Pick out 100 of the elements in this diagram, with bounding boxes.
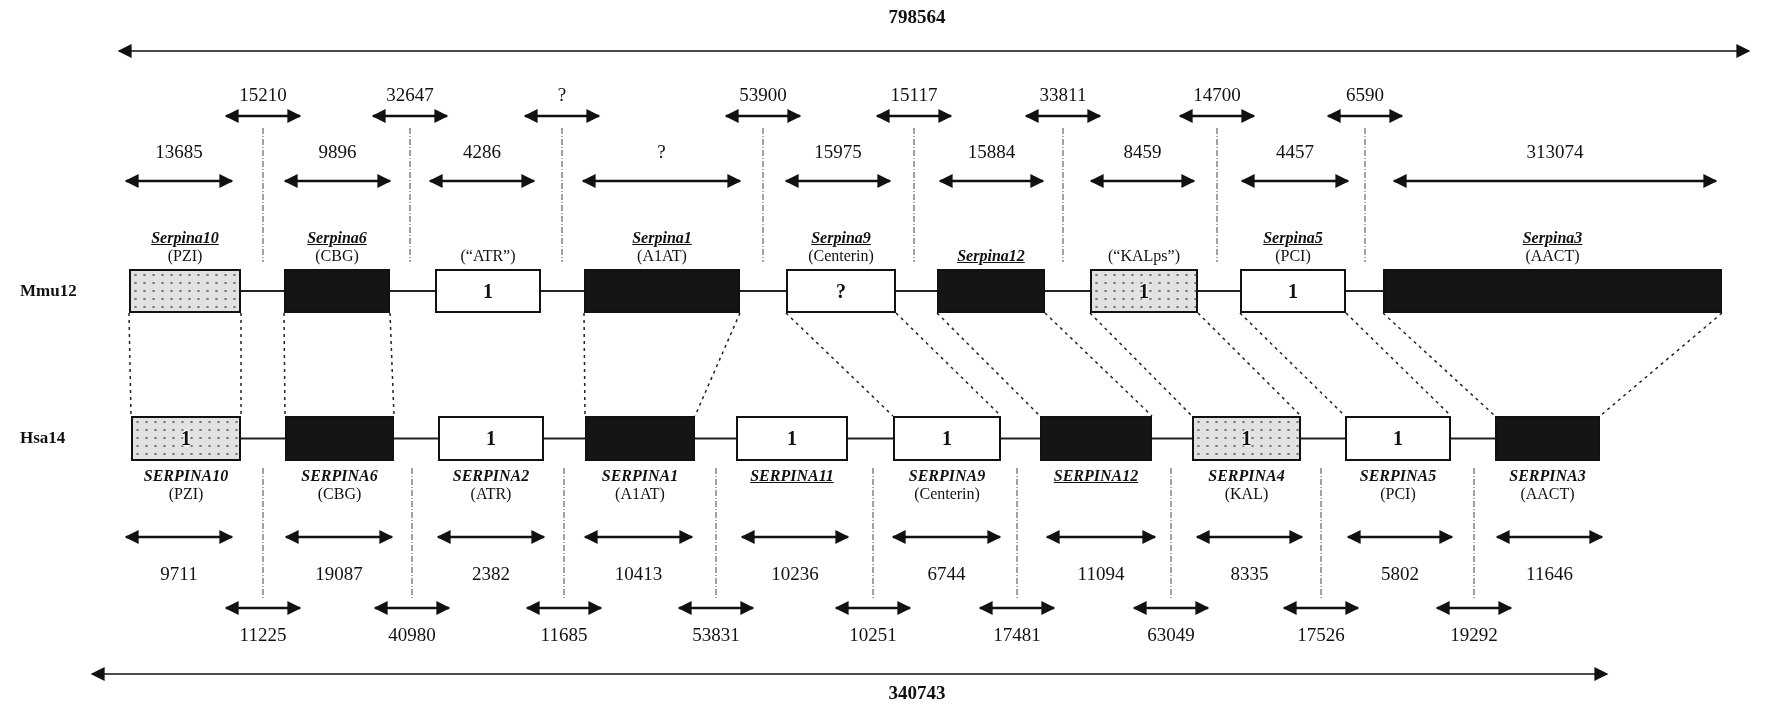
length-value: 15117 — [890, 84, 938, 106]
gene-name: Serpina9 — [811, 229, 871, 247]
length-value: 33811 — [1039, 84, 1087, 106]
chromosome-line — [739, 290, 787, 292]
gene-name: SERPINA2 — [452, 467, 530, 485]
chromosome-line — [1300, 437, 1346, 440]
gene-box: 1 — [435, 269, 541, 313]
length-value: 11225 — [239, 624, 287, 646]
gene-box: 1 — [1192, 416, 1301, 461]
gene-box: ? — [786, 269, 896, 313]
protein-name: (PCI) — [1275, 247, 1311, 265]
dotted-connector — [1197, 312, 1302, 417]
gene-box: 1 — [736, 416, 848, 461]
chromosome-line — [1151, 437, 1193, 440]
gene-name: Serpina5 — [1263, 229, 1323, 247]
length-value: 14700 — [1193, 84, 1241, 106]
gene-name: SERPINA9 — [908, 467, 986, 485]
length-value: 10413 — [614, 563, 663, 585]
length-value: 4286 — [463, 141, 501, 163]
length-value: 53831 — [692, 624, 740, 646]
gene-name: SERPINA1 — [601, 467, 679, 485]
protein-name: (“KALps”) — [1108, 247, 1180, 265]
dotted-connector — [1044, 312, 1153, 417]
length-value: 10251 — [849, 624, 897, 646]
gene-box: 1 — [893, 416, 1001, 461]
length-value: 63049 — [1147, 624, 1195, 646]
protein-name: (CBG) — [317, 485, 362, 503]
length-value: ? — [557, 84, 567, 106]
gene-box: 1 — [438, 416, 544, 461]
chromosome-line — [895, 290, 938, 292]
gene-name: Serpina6 — [307, 229, 367, 247]
length-value: 10236 — [771, 563, 819, 585]
protein-name: (ATR) — [470, 485, 512, 503]
length-value: 2382 — [472, 563, 510, 585]
gene-box: 1 — [1345, 416, 1451, 461]
gene-name: SERPINA10 — [143, 467, 229, 485]
chromosome-line — [1345, 290, 1384, 292]
length-value: 15884 — [967, 141, 1016, 163]
length-value: 5802 — [1381, 563, 1419, 585]
length-value: 13685 — [155, 141, 203, 163]
protein-name: (AACT) — [1520, 485, 1575, 503]
gene-name: Serpina10 — [151, 229, 219, 247]
chromosome-line — [389, 290, 436, 292]
gene-name: Serpina1 — [632, 229, 692, 247]
gene-box: 1 — [1240, 269, 1346, 313]
protein-name: (PZI) — [168, 485, 204, 503]
protein-name: (PCI) — [1380, 485, 1416, 503]
length-value: 15210 — [239, 84, 287, 106]
gene-name: SERPINA12 — [1053, 467, 1139, 485]
length-value: 19292 — [1450, 624, 1498, 646]
protein-name: (A1AT) — [637, 247, 687, 265]
dotted-connector — [1382, 312, 1496, 417]
chromosome-line — [1000, 437, 1041, 440]
length-value: 53900 — [739, 84, 787, 106]
dotted-connector — [936, 312, 1041, 417]
length-value: 11685 — [540, 624, 588, 646]
dotted-connector — [694, 312, 741, 417]
length-value: 40980 — [388, 624, 436, 646]
gene-name: SERPINA5 — [1359, 467, 1437, 485]
length-value: 9711 — [160, 563, 198, 585]
chromosome-line — [1197, 290, 1241, 292]
gene-name: SERPINA6 — [301, 467, 378, 485]
chromosome-line — [1450, 437, 1496, 440]
dotted-connector — [128, 312, 132, 417]
length-value: 340743 — [888, 682, 946, 704]
chromosome-line — [543, 437, 586, 440]
length-value: 4457 — [1276, 141, 1314, 163]
length-value: 8459 — [1123, 141, 1162, 163]
length-value: 11646 — [1526, 563, 1573, 585]
chromosome-line — [240, 290, 285, 292]
protein-name: (PZI) — [167, 247, 203, 265]
dotted-connector — [283, 312, 286, 417]
chromosome-label: Mmu12 — [20, 280, 77, 302]
dotted-connector — [1599, 312, 1723, 417]
dotted-connector — [389, 312, 395, 417]
protein-name: (A1AT) — [615, 485, 665, 503]
gene-name: Serpina12 — [957, 247, 1025, 265]
length-value: 6590 — [1346, 84, 1384, 106]
length-value: ? — [657, 141, 666, 163]
gene-box: 1 — [131, 416, 241, 461]
gene-name: SERPINA4 — [1208, 467, 1285, 485]
chromosome-label: Hsa14 — [20, 427, 66, 449]
length-value: 17481 — [993, 624, 1041, 646]
chromosome-line — [847, 437, 894, 440]
protein-name: (KAL) — [1224, 485, 1269, 503]
gene-name: Serpina3 — [1522, 229, 1583, 247]
protein-name: (AACT) — [1525, 247, 1580, 265]
length-value: 32647 — [386, 84, 434, 106]
length-value: 8335 — [1230, 563, 1269, 585]
protein-name: (Centerin) — [914, 485, 980, 503]
length-value: 11094 — [1077, 563, 1125, 585]
protein-name: (Centerin) — [808, 247, 874, 265]
length-value: 19087 — [315, 563, 363, 585]
length-value: 313074 — [1526, 141, 1584, 163]
length-value: 6744 — [927, 563, 966, 585]
protein-name: (“ATR”) — [460, 247, 516, 265]
chromosome-line — [240, 437, 286, 440]
chromosome-line — [393, 437, 439, 440]
protein-name: (CBG) — [315, 247, 359, 265]
gene-box: 1 — [1090, 269, 1198, 313]
